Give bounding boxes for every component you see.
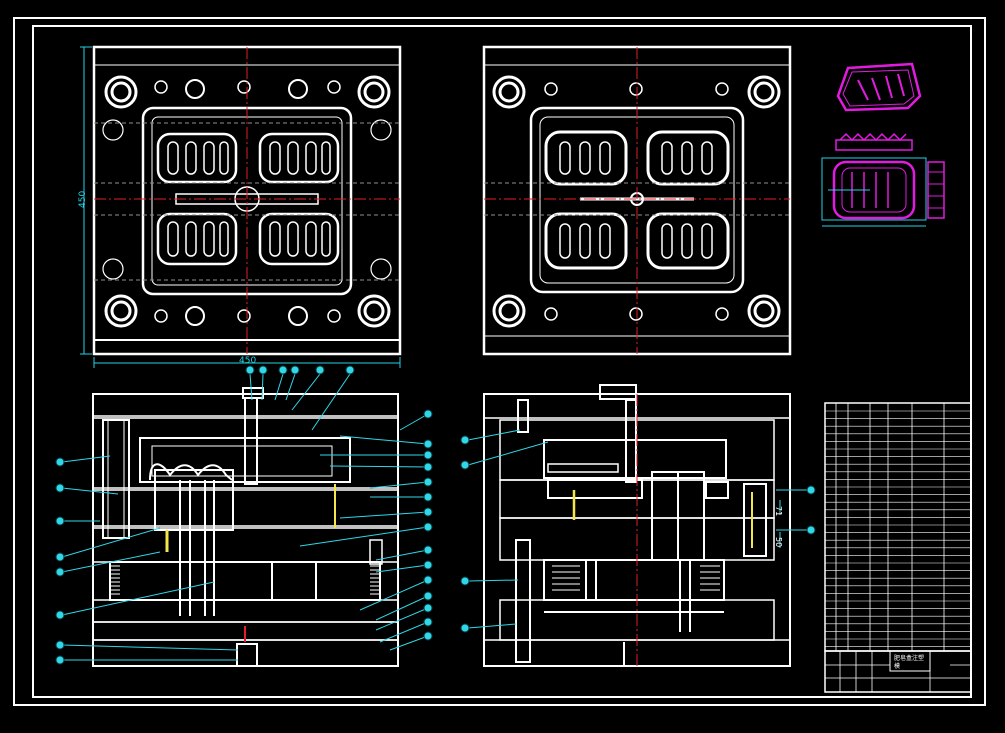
title-block: 肥皂盒注塑 模 [824,650,972,693]
title-line1: 肥皂盒注塑 [894,654,924,662]
outer-frame [13,17,986,706]
dimension-b-2: 50 [774,537,783,547]
title-line2: 模 [894,662,900,670]
dimension-b-1: 71 [774,506,783,516]
section-view-b [483,384,791,667]
plan-view-moving-half [482,45,792,356]
section-b-balloons [460,435,816,633]
section-a-balloon-circles [55,365,433,665]
product-views [832,62,945,220]
dimension-width: 450 [239,356,256,366]
plan-view-fixed-half: 450 450 [78,45,402,368]
section-b-annotations [467,429,808,629]
section-a-balloons [61,373,429,661]
dimension-height: 450 [78,191,88,208]
parts-list [824,402,972,652]
product-dimensions [821,157,927,227]
inner-frame [32,25,972,698]
section-view-a [92,387,399,667]
